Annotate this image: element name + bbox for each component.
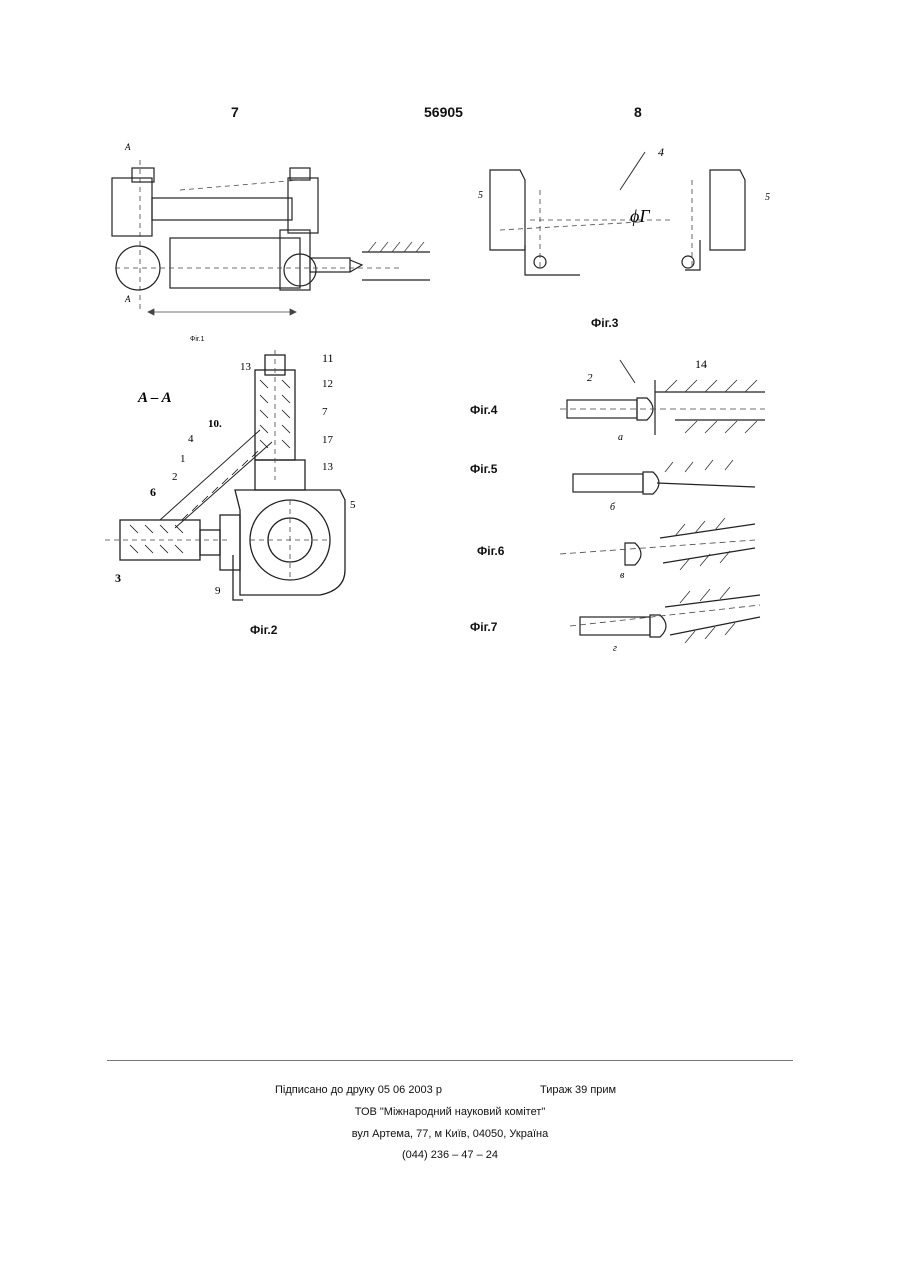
fig2-label-7: 7 bbox=[322, 406, 328, 418]
figure-3-drawing: 4 5 5 ϕΓ bbox=[470, 140, 790, 280]
fig5-caption: Фіг.5 bbox=[470, 462, 497, 476]
fig2-label-2: 2 bbox=[172, 471, 178, 483]
fig1-section-mark-bottom: А bbox=[124, 294, 131, 304]
fig2-section-title: A – A bbox=[137, 390, 172, 406]
fig2-label-12: 12 bbox=[322, 378, 333, 390]
fig2-label-10: 10. bbox=[208, 418, 222, 430]
fig2-caption: Фіг.2 bbox=[250, 623, 277, 637]
fig2-label-4: 4 bbox=[188, 433, 194, 445]
fig7-sub-label: г bbox=[613, 643, 617, 654]
fig3-label-4: 4 bbox=[658, 145, 664, 159]
footer-circulation: Тираж 39 прим bbox=[540, 1084, 616, 1096]
fig1-caption: Фіг.1 bbox=[190, 336, 204, 343]
fig3-caption: Фіг.3 bbox=[591, 316, 618, 330]
patent-number: 56905 bbox=[424, 104, 463, 120]
figure-4-drawing: 2 14 а bbox=[555, 355, 770, 450]
footer-organization: ТОВ "Міжнародний науковий комітет" bbox=[0, 1106, 900, 1118]
figure-7-drawing: г bbox=[555, 585, 770, 655]
fig6-sub-label: в bbox=[620, 570, 625, 581]
fig2-label-13-bottom: 13 bbox=[322, 461, 334, 473]
fig2-label-13-top: 13 bbox=[240, 361, 252, 373]
page-number-right: 8 bbox=[634, 104, 642, 120]
figure-2-drawing: A – A 11 13 12 7 17 13 10. 4 1 2 6 3 9 5 bbox=[100, 350, 370, 615]
figure-6-drawing: в bbox=[555, 518, 770, 583]
fig3-label-5-left: 5 bbox=[478, 190, 483, 201]
fig5-sub-label: б bbox=[610, 502, 616, 513]
fig2-label-3: 3 bbox=[115, 571, 121, 585]
fig4-label-14: 14 bbox=[695, 357, 707, 371]
fig4-caption: Фіг.4 bbox=[470, 403, 497, 417]
footer-divider bbox=[107, 1060, 793, 1061]
fig4-sub-label: а bbox=[618, 432, 623, 443]
fig1-section-mark-top: А bbox=[124, 142, 131, 152]
fig2-label-17: 17 bbox=[322, 434, 334, 446]
fig7-caption: Фіг.7 bbox=[470, 620, 497, 634]
figure-5-drawing: б bbox=[555, 452, 770, 517]
fig2-label-11: 11 bbox=[322, 351, 334, 365]
footer-address: вул Артема, 77, м Київ, 04050, Україна bbox=[0, 1128, 900, 1140]
figure-1-drawing: А А bbox=[100, 140, 435, 325]
footer-signed: Підписано до друку 05 06 2003 р bbox=[275, 1084, 442, 1096]
footer-phone: (044) 236 – 47 – 24 bbox=[0, 1149, 900, 1161]
fig2-label-5: 5 bbox=[350, 499, 356, 511]
fig6-caption: Фіг.6 bbox=[477, 544, 504, 558]
fig3-label-5-right: 5 bbox=[765, 192, 770, 203]
page-number-left: 7 bbox=[231, 104, 239, 120]
fig2-label-6: 6 bbox=[150, 485, 156, 499]
fig2-label-9: 9 bbox=[215, 585, 221, 597]
fig4-label-2: 2 bbox=[587, 372, 593, 384]
fig2-label-1: 1 bbox=[180, 453, 186, 465]
fig3-angle-label: ϕΓ bbox=[630, 206, 650, 226]
